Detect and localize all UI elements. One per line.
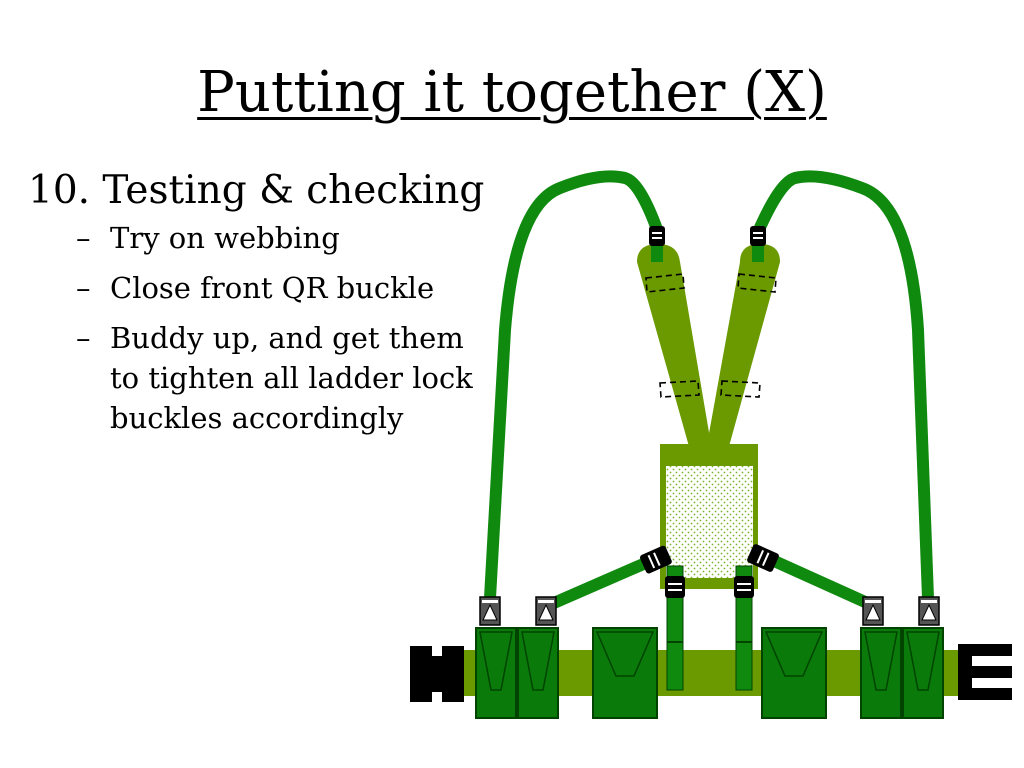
top-buckle-left — [649, 226, 665, 262]
side-buckle-right — [747, 544, 779, 572]
harness-diagram — [410, 170, 1012, 719]
bullet-item: – Close front QR buckle — [28, 268, 498, 308]
qr-buckle-female — [958, 644, 1012, 700]
bullet-item: – Try on webbing — [28, 218, 498, 258]
mesh-panel — [666, 466, 753, 578]
bullet-text: Close front QR buckle — [110, 271, 435, 305]
stitch-marks — [645, 273, 777, 398]
left-yoke-strap — [637, 244, 712, 450]
left-diagonal-strap — [541, 556, 654, 612]
belt-clip — [862, 596, 884, 626]
ammo-pouch-right — [860, 627, 944, 719]
bullet-text: Buddy up, and get them to tighten all la… — [110, 321, 473, 435]
slide-body: 10. Testing & checking – Try on webbing … — [28, 166, 498, 448]
top-buckle-right — [750, 226, 766, 262]
bullet-dash: – — [76, 221, 91, 255]
belt-clip — [535, 596, 557, 626]
center-buckle-left — [665, 576, 685, 598]
side-buckle-left — [640, 545, 672, 574]
belt-clip — [479, 596, 501, 626]
utility-pouch-left — [592, 627, 658, 719]
main-point: 10. Testing & checking — [28, 168, 485, 213]
qr-buckle-male — [410, 646, 464, 702]
ammo-pouch-left — [475, 627, 559, 719]
slide-title: Putting it together (X) — [197, 60, 827, 125]
bullet-list: – Try on webbing – Close front QR buckle… — [28, 218, 498, 438]
right-outer-strap — [752, 170, 934, 604]
left-outer-strap — [484, 170, 664, 604]
utility-pouch-right — [761, 627, 827, 719]
bullet-dash: – — [76, 271, 91, 305]
bullet-text: Try on webbing — [110, 221, 340, 255]
belt-clip — [918, 596, 940, 626]
center-buckle-right — [734, 576, 754, 598]
right-diagonal-strap — [766, 554, 880, 612]
right-yoke-strap — [706, 244, 780, 450]
bullet-dash: – — [76, 321, 91, 355]
bullet-item: – Buddy up, and get them to tighten all … — [28, 318, 498, 438]
